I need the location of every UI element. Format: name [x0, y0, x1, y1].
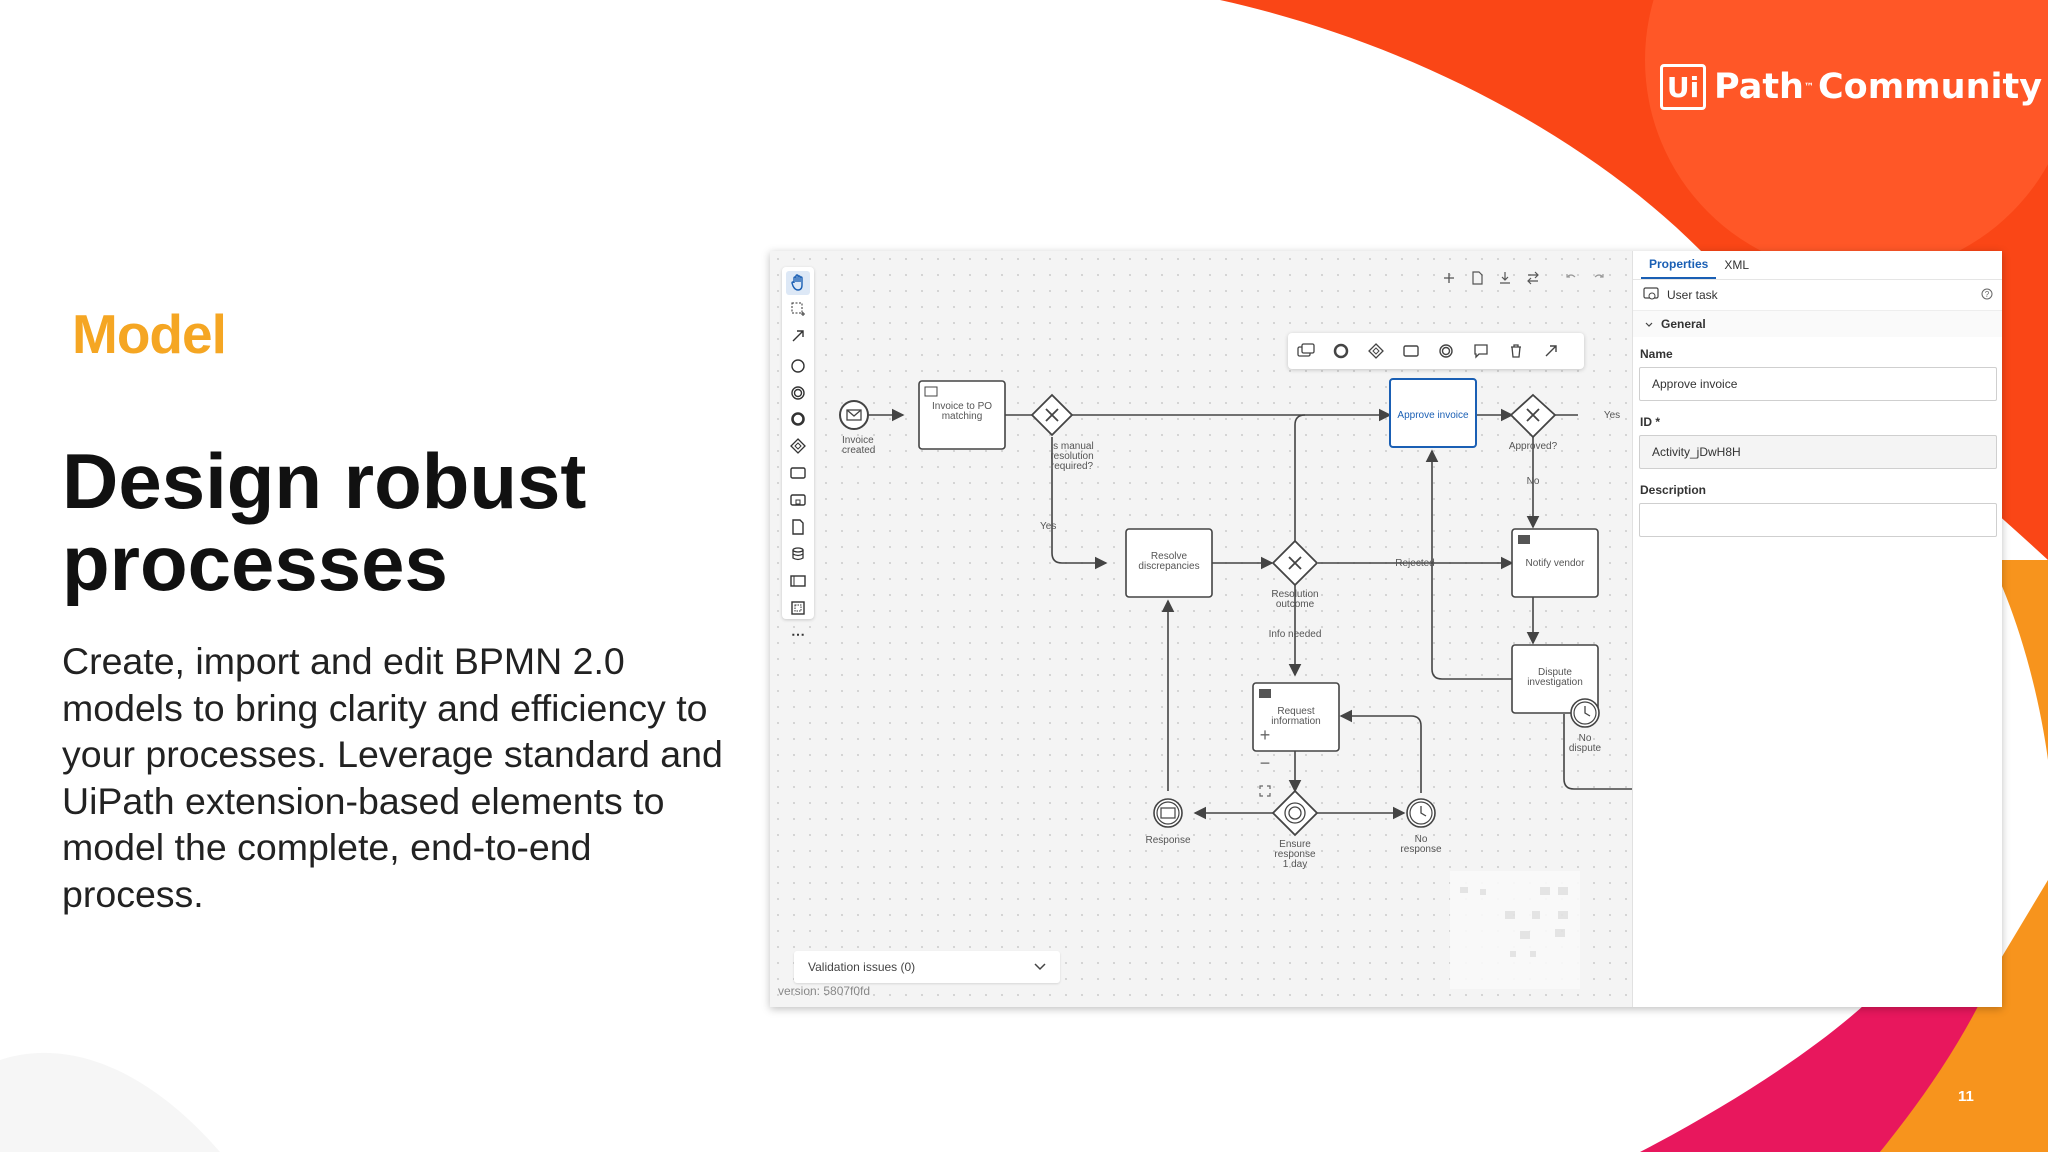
gateway-icon[interactable] [786, 434, 810, 458]
validation-label: Validation issues (0) [808, 960, 916, 974]
label-yes-left: Yes [1040, 521, 1056, 532]
delete-icon[interactable] [1504, 339, 1528, 363]
zoom-controls: + − [1254, 721, 1276, 805]
label-info-needed: Info needed [1269, 629, 1322, 640]
data-store-icon[interactable] [786, 542, 810, 566]
hand-tool-icon[interactable] [786, 271, 810, 295]
version-label: version: 5807f0fd [778, 984, 871, 998]
zoom-out-button[interactable]: − [1259, 752, 1271, 773]
append-gateway-icon[interactable] [1364, 339, 1388, 363]
file-icon[interactable] [1468, 269, 1486, 287]
headline: Design robust processes [62, 437, 587, 607]
add-icon[interactable] [1440, 269, 1458, 287]
label-yes-right: Yes [1604, 410, 1620, 421]
swap-icon[interactable] [1524, 269, 1542, 287]
user-task-icon [1643, 286, 1659, 304]
end-event-icon[interactable] [786, 407, 810, 431]
element-type-label: User task [1667, 288, 1718, 302]
subprocess-icon[interactable] [786, 488, 810, 512]
group-icon[interactable] [786, 596, 810, 620]
connect-icon[interactable] [1539, 339, 1563, 363]
page-number: 11 [1958, 1088, 1974, 1105]
label-response: Response [1145, 835, 1190, 846]
task-icon[interactable] [786, 461, 810, 485]
brand-community: Community [1817, 67, 2043, 107]
validation-dropdown[interactable]: Validation issues (0) [794, 951, 1060, 983]
chevron-down-icon [1034, 960, 1046, 974]
tab-xml[interactable]: XML [1724, 258, 1750, 272]
label-no: No [1527, 476, 1540, 487]
label-approved: Approved? [1509, 441, 1558, 452]
name-field[interactable]: Approve invoice [1639, 367, 1997, 401]
download-icon[interactable] [1496, 269, 1514, 287]
brand-tm: ™ [1803, 81, 1814, 93]
description-field[interactable] [1639, 503, 1997, 537]
description-label: Description [1640, 483, 1707, 497]
data-object-icon[interactable] [786, 515, 810, 539]
lasso-tool-icon[interactable] [786, 297, 810, 321]
pool-icon[interactable] [786, 569, 810, 593]
append-end-event-icon[interactable] [1434, 339, 1458, 363]
body-text: Create, import and edit BPMN 2.0 models … [62, 640, 723, 915]
connect-tool-icon[interactable] [786, 324, 810, 348]
tab-properties[interactable]: Properties [1641, 251, 1717, 279]
more-tools-icon[interactable]: ⋯ [791, 625, 805, 642]
fit-view-icon[interactable] [1254, 777, 1276, 805]
comment-icon[interactable] [1469, 339, 1493, 363]
append-subprocess-icon[interactable] [1294, 339, 1318, 363]
svg-text:?: ? [1985, 290, 1990, 299]
chevron-down-icon [1645, 317, 1653, 331]
id-field[interactable]: Activity_jDwH8H [1639, 435, 1997, 469]
intermediate-event-icon[interactable] [786, 381, 810, 405]
brand-name: Path [1714, 67, 1804, 107]
zoom-in-button[interactable]: + [1259, 724, 1271, 745]
properties-tabs: Properties XML [1633, 251, 2002, 280]
label-rejected: Rejected [1395, 558, 1434, 569]
group-general[interactable]: General [1633, 311, 2002, 337]
label-approve-invoice: Approve invoice [1397, 410, 1469, 421]
append-task-icon[interactable] [1399, 339, 1423, 363]
help-icon[interactable]: ? [1981, 287, 1993, 305]
start-event-icon[interactable] [786, 354, 810, 378]
group-general-label: General [1661, 317, 1706, 331]
name-label: Name [1640, 347, 1673, 361]
section-label: Model [72, 303, 227, 365]
brand-mark: Ui [1660, 64, 1706, 110]
redo-icon[interactable] [1590, 269, 1608, 287]
append-intermediate-event-icon[interactable] [1329, 339, 1353, 363]
top-actions-toolbar [1440, 269, 1608, 287]
context-pad [1288, 333, 1584, 369]
undo-icon[interactable] [1562, 269, 1580, 287]
id-label: ID * [1640, 415, 1661, 429]
minimap[interactable] [1450, 871, 1580, 989]
tool-palette: ⋯ [782, 267, 814, 642]
properties-panel: Properties XML User task ? General Name … [1632, 251, 2002, 1007]
label-notify-vendor: Notify vendor [1526, 558, 1586, 569]
element-type-header: User task [1633, 280, 2002, 311]
